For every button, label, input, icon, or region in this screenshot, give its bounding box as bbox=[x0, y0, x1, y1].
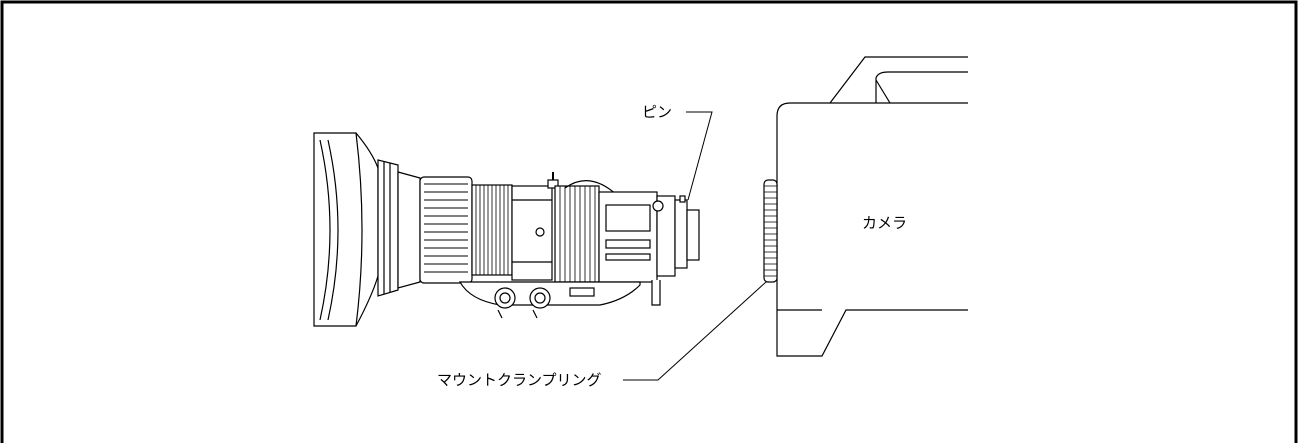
servo-unit bbox=[458, 281, 641, 319]
mount-clamp-ring-label: マウントクランプリング bbox=[437, 371, 602, 389]
leader-lines bbox=[623, 111, 767, 381]
mount-clamp-ring bbox=[763, 179, 778, 283]
lens-mount-flange bbox=[674, 195, 700, 269]
mount-clamp-ring-leader bbox=[623, 281, 767, 381]
lens-hood bbox=[313, 132, 379, 327]
focus-ring bbox=[554, 185, 600, 283]
pin-label: ピン bbox=[642, 103, 672, 121]
lens-rear-body bbox=[598, 191, 676, 306]
lens bbox=[313, 132, 700, 327]
camera-body bbox=[763, 56, 968, 357]
front-grip-ring bbox=[419, 176, 473, 284]
pin-leader bbox=[686, 111, 713, 201]
zoom-ring bbox=[471, 184, 513, 276]
mount-pin bbox=[679, 195, 686, 203]
camera-label: カメラ bbox=[862, 214, 907, 232]
